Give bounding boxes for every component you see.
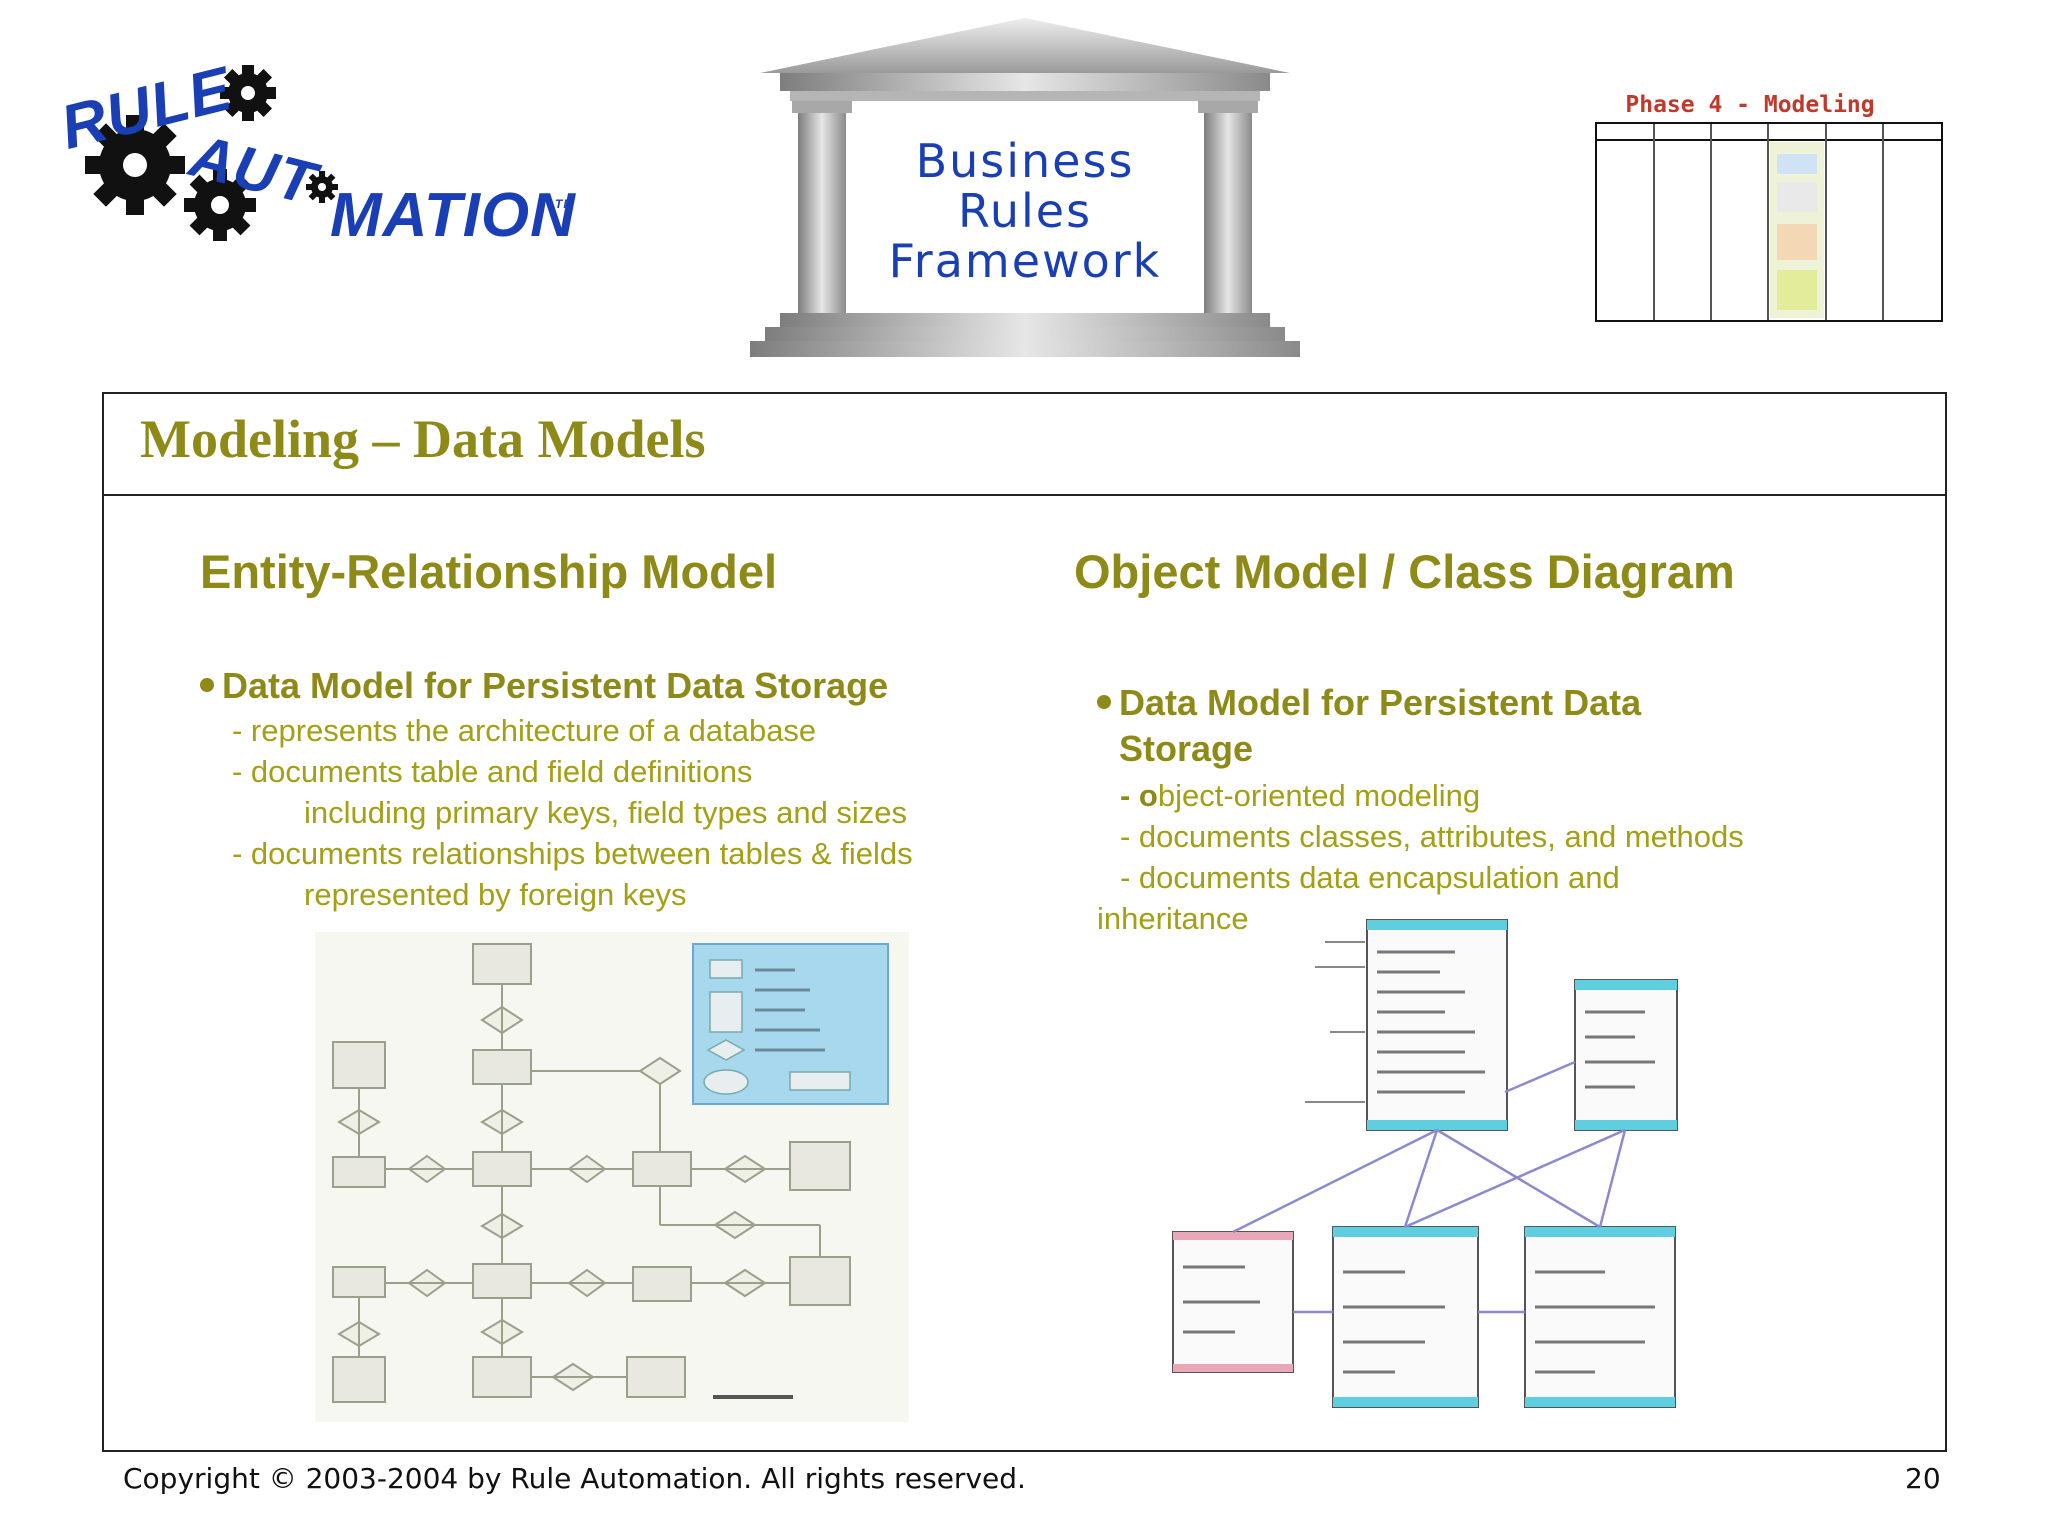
temple-icon — [750, 18, 1300, 357]
framework-title-line-3: Framework — [888, 234, 1162, 288]
class-item: - object-oriented modeling — [1120, 775, 1744, 816]
framework-title-line-1: Business — [915, 134, 1135, 188]
er-item: - documents table and field definitions — [232, 754, 753, 789]
bullet-dot-icon — [200, 678, 214, 692]
class-bullet-line-2: Storage — [1119, 728, 1254, 769]
er-model-heading: Entity-Relationship Model — [200, 545, 778, 598]
er-diagram-image — [315, 932, 909, 1422]
logo-word-mation: MATION — [330, 181, 576, 250]
bullet-dot-icon — [1097, 695, 1111, 709]
class-bullet: Data Model for Persistent Data Storage — [1097, 680, 1737, 772]
er-sub-list: - represents the architecture of a datab… — [232, 710, 913, 915]
business-rules-framework-graphic: Business Rules Framework — [750, 18, 1300, 363]
er-item: including primary keys, field types and … — [304, 795, 908, 830]
er-item: represented by foreign keys — [304, 877, 687, 912]
class-diagram-icon — [1172, 919, 1678, 1408]
er-bullet-text: Data Model for Persistent Data Storage — [222, 665, 889, 706]
class-diagram-image — [1165, 912, 1725, 1412]
er-item: - represents the architecture of a datab… — [232, 713, 817, 748]
class-item: - documents classes, attributes, and met… — [1120, 819, 1744, 854]
trademark-mark: TM — [555, 197, 575, 211]
er-diagram-icon — [315, 932, 909, 1422]
class-item: inheritance — [1097, 901, 1249, 936]
gears-icon — [85, 65, 338, 241]
content-frame — [102, 392, 1947, 1452]
er-bullet: Data Model for Persistent Data Storage — [200, 663, 888, 709]
phase-thumbnail — [1595, 122, 1943, 322]
class-item: - documents data encapsulation and — [1120, 860, 1620, 895]
framework-title-line-2: Rules — [957, 184, 1093, 238]
page-number: 20 — [1905, 1462, 1941, 1495]
slide-title: Modeling – Data Models — [140, 409, 706, 469]
class-sub-list: - object-oriented modeling - documents c… — [1097, 775, 1744, 939]
copyright-notice: Copyright © 2003-2004 by Rule Automation… — [123, 1462, 1026, 1495]
title-divider — [102, 494, 1947, 496]
class-diagram-heading: Object Model / Class Diagram — [1074, 545, 1735, 598]
class-item-prefix: - o — [1120, 778, 1158, 813]
er-item: - documents relationships between tables… — [232, 836, 913, 871]
rule-automation-logo: RULE AUT MATION TM — [50, 54, 590, 265]
phase-grid-icon — [1597, 124, 1941, 320]
phase-title: Phase 4 - Modeling — [1625, 92, 1875, 118]
class-bullet-line-1: Data Model for Persistent Data — [1119, 682, 1642, 723]
class-item-text: bject-oriented modeling — [1157, 778, 1481, 813]
